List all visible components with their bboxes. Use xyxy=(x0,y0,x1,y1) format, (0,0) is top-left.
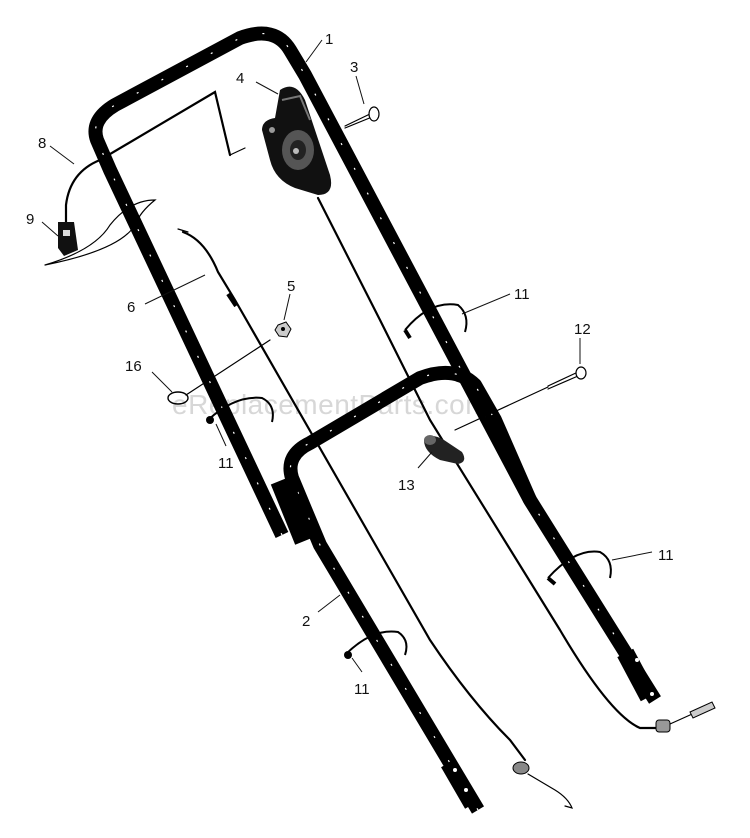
callout-1: 1 xyxy=(325,31,333,48)
callout-9: 9 xyxy=(26,211,34,228)
callout-4: 4 xyxy=(236,70,244,87)
knob-part-13 xyxy=(424,435,465,464)
callout-11-d: 11 xyxy=(354,681,370,698)
upper-handle-part xyxy=(88,26,661,704)
callout-11-c: 11 xyxy=(658,547,674,564)
callout-16: 16 xyxy=(125,358,142,375)
callout-12: 12 xyxy=(574,321,591,338)
throttle-control-part xyxy=(262,86,332,195)
drive-cable-part-6 xyxy=(177,228,574,809)
cable-tie-part-11-a xyxy=(403,303,468,340)
screw-part-3 xyxy=(344,106,380,129)
leader-lines xyxy=(41,39,653,673)
callout-6: 6 xyxy=(127,299,135,316)
callout-11-a: 11 xyxy=(514,286,530,303)
callout-13: 13 xyxy=(398,477,415,494)
callout-3: 3 xyxy=(350,59,358,76)
control-cable-part-8 xyxy=(64,90,246,227)
cable-tie-part-11-c xyxy=(546,550,612,586)
cable-clip-part-9 xyxy=(44,199,157,266)
throttle-cable-run xyxy=(316,196,716,733)
bolt-part-12 xyxy=(454,366,587,431)
nut-part-5 xyxy=(274,321,292,338)
callout-8: 8 xyxy=(38,135,46,152)
cable-tie-part-11-d xyxy=(344,630,408,659)
callout-5: 5 xyxy=(287,278,295,295)
callout-2: 2 xyxy=(302,613,310,630)
callout-11-b: 11 xyxy=(218,455,234,472)
callout-labels: 1 3 4 8 9 6 5 16 11 11 12 13 11 2 11 xyxy=(26,31,674,698)
eyebolt-part-16 xyxy=(167,339,271,405)
lower-handle-part xyxy=(270,365,537,814)
cable-tie-part-11-b xyxy=(206,396,274,424)
